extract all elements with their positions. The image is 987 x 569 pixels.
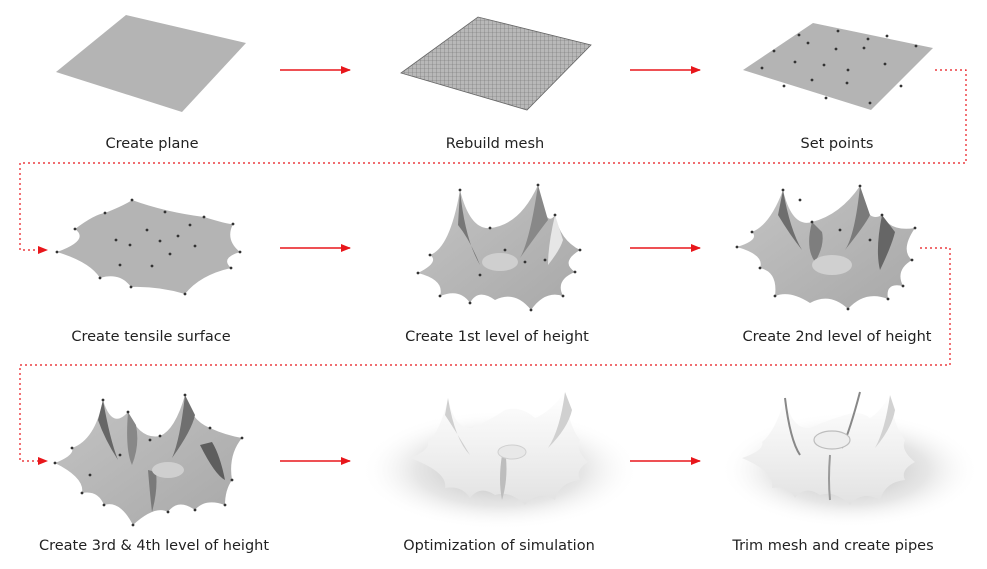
plane-icon (56, 15, 246, 112)
step-label-3: Set points (801, 136, 874, 152)
tensile-surface-icon (55, 198, 242, 296)
connector-arrowheads (38, 246, 48, 465)
step-label-5: Create 1st level of height (405, 329, 589, 345)
step-label-2: Rebuild mesh (446, 136, 544, 152)
mesh-grid-icon (400, 16, 592, 111)
height-surface-icon (735, 184, 917, 311)
render-surface-icon (360, 392, 640, 530)
connector-row1-row2 (19, 69, 967, 251)
points-plane-icon (743, 23, 933, 110)
control-points (760, 29, 918, 105)
step-label-1: Create plane (105, 136, 198, 152)
connector-row2-row3 (19, 247, 951, 462)
step-label-7: Create 3rd & 4th level of height (39, 538, 269, 554)
height-surface-icon (416, 183, 582, 312)
row-connectors (19, 69, 967, 462)
height-surface-icon (53, 393, 244, 527)
step-label-6: Create 2nd level of height (743, 329, 932, 345)
step-label-4: Create tensile surface (71, 329, 230, 345)
step-label-9: Trim mesh and create pipes (731, 538, 933, 554)
step-label-8: Optimization of simulation (403, 538, 595, 554)
step-arrows (280, 66, 701, 465)
render-surface-icon (720, 391, 980, 528)
